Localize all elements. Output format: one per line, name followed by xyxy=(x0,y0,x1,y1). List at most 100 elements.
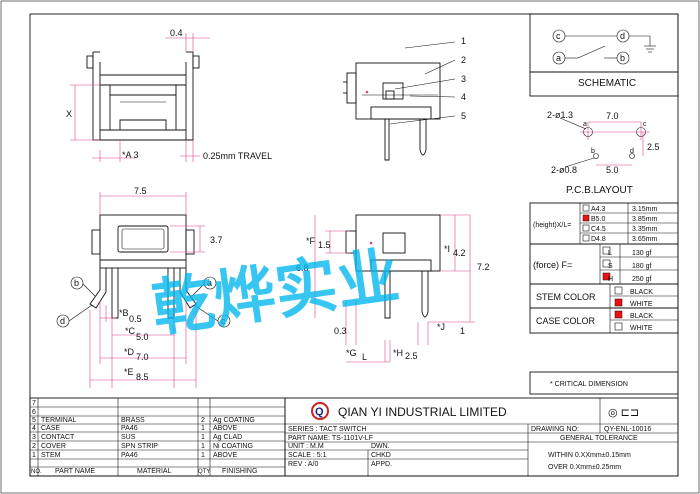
case-check-white xyxy=(614,322,623,331)
dim-e-8.5: 8.5 xyxy=(136,372,149,382)
chkd: CHKD xyxy=(371,452,391,459)
bom-finish-4: ABOVE xyxy=(213,425,237,432)
appd: APPD. xyxy=(371,461,392,468)
dim-c-5.0: 5.0 xyxy=(136,332,149,342)
series: SERIES : TACT SWITCH xyxy=(288,426,367,433)
bom-part-3: CONTACT xyxy=(41,434,75,441)
front-pin-c: c xyxy=(221,316,226,326)
dim-travel: 0.25mm TRAVEL xyxy=(203,151,272,161)
pcb-7.0: 7.0 xyxy=(606,111,619,121)
height-value-b: 3.85mm xyxy=(632,216,657,223)
dim-f: *F xyxy=(306,236,316,246)
force-check-l xyxy=(602,246,611,255)
front-pin-a: a xyxy=(207,278,212,288)
dim-h-2.5: 2.5 xyxy=(405,351,418,361)
schematic-pin-c: c xyxy=(556,31,561,41)
drawing-symbol: ◎ ⊏⊐ xyxy=(608,407,639,419)
force-value-s: 180 gf xyxy=(632,263,652,270)
bom-part-5: TERMINAL xyxy=(41,417,77,424)
top-view xyxy=(86,51,200,141)
dim-0.3: 0.3 xyxy=(334,326,347,336)
bom-no-4: 4 xyxy=(32,425,36,432)
height-label: (height)X/L= xyxy=(533,222,571,229)
side-view-2 xyxy=(345,214,441,319)
bom-material-3: SUS xyxy=(121,434,136,441)
unit: UNIT : M.M xyxy=(288,443,324,450)
pcb-pin-d: d xyxy=(630,148,634,155)
pcb-2.5: 2.5 xyxy=(647,142,660,152)
part-name: PART NAME: TS-1101V-LF xyxy=(288,435,373,442)
height-check-b xyxy=(582,214,590,222)
height-code-c: C4.5 xyxy=(591,226,606,233)
force-code-s: S xyxy=(608,263,613,270)
bom-qty-4: 1 xyxy=(201,425,205,432)
force-value-h: 250 gf xyxy=(632,276,652,283)
pcb-layout: 2-ø1.3 2-ø0.8 7.0 5.0 2.5 a c b d P.C.B.… xyxy=(547,110,660,196)
bom-no-6: 6 xyxy=(32,409,36,416)
pcb-title: P.C.B.LAYOUT xyxy=(566,185,633,196)
callout-5: 5 xyxy=(461,111,466,121)
front-view-dimensions: 7.5 3.7 *B 0.5 *C 5.0 *D 7.0 *E 8.5 xyxy=(89,186,223,388)
top-view-dimensions: 0.4 X *A 3 0.25mm TRAVEL xyxy=(66,28,272,162)
bom-material-4: PA46 xyxy=(121,425,138,432)
dim-g-l: L xyxy=(362,352,367,362)
dim-7.5: 7.5 xyxy=(134,186,147,196)
height-code-a: A4.3 xyxy=(591,206,606,213)
bom-table: 7 6 5 TERMINAL BRASS 2 Ag COATING 4 CASE… xyxy=(29,397,286,477)
callout-1: 1 xyxy=(461,36,466,46)
pcb-pin-a: a xyxy=(583,121,587,128)
bom-qty-1: 1 xyxy=(201,452,205,459)
dim-e: *E xyxy=(124,367,134,377)
height-code-d: D4.8 xyxy=(591,236,606,243)
dim-j: *J xyxy=(437,322,445,332)
dim-h: *H xyxy=(393,348,403,358)
bom-qty-3: 1 xyxy=(201,434,205,441)
company-logo xyxy=(311,402,329,420)
dim-i-4.2: 4.2 xyxy=(453,248,466,258)
schematic-pin-d: d xyxy=(620,31,625,41)
pcb-pin-b: b xyxy=(591,148,595,155)
bom-header-finish: FINISHING xyxy=(222,468,257,475)
bom-finish-3: Ag CLAD xyxy=(213,434,242,441)
bom-header-qty: QTY xyxy=(198,469,210,475)
schematic: c d a b SCHEMATIC xyxy=(529,13,679,97)
dim-i: *I xyxy=(444,244,450,254)
schematic-pin-a: a xyxy=(556,53,561,63)
bom-no-2: 2 xyxy=(32,443,36,450)
case-black: BLACK xyxy=(630,313,653,320)
dim-c: *C xyxy=(125,326,136,336)
dim-3.7: 3.7 xyxy=(210,235,223,245)
company-name: QIAN YI INDUSTRIAL LIMITED xyxy=(338,405,507,419)
pcb-5.0: 5.0 xyxy=(606,165,619,175)
pcb-hole08: 2-ø0.8 xyxy=(551,165,577,175)
dim-d-7.0: 7.0 xyxy=(136,352,149,362)
height-rows: A4.3 3.15mm B5.0 3.85mm C4.5 3.35mm D4.8… xyxy=(582,204,657,243)
dim-b-0.5: 0.5 xyxy=(129,314,142,324)
callouts: 1 2 3 4 5 xyxy=(389,36,466,125)
height-value-a: 3.15mm xyxy=(632,206,657,213)
force-code-h: H xyxy=(608,276,613,283)
bom-qty-2: 1 xyxy=(201,443,205,450)
height-check-d xyxy=(582,234,590,242)
pcb-pin-c: c xyxy=(643,121,647,128)
front-view-pins: b a d c xyxy=(56,276,231,328)
height-check-a xyxy=(582,204,590,212)
dim-g: *G xyxy=(346,348,357,358)
logo-letter: Q xyxy=(315,406,324,418)
bom-header-part: PART NAME xyxy=(55,468,95,475)
critical-dimension: * CRITICAL DIMENSION xyxy=(550,381,628,388)
dim-b: *B xyxy=(119,308,129,318)
bom-no-7: 7 xyxy=(32,400,36,407)
title-block: Q QIAN YI INDUSTRIAL LIMITED ◎ ⊏⊐ SERIES… xyxy=(284,397,679,477)
side-view xyxy=(343,62,441,161)
rev: REV : A/0 xyxy=(288,461,318,468)
bom-qty-5: 2 xyxy=(201,417,205,424)
bom-no-1: 1 xyxy=(32,452,36,459)
dim-7.2: 7.2 xyxy=(477,262,490,272)
bom-header-no: NO. xyxy=(31,469,42,475)
stem-check-white xyxy=(614,298,623,307)
height-value-d: 3.65mm xyxy=(632,236,657,243)
dim-0.4: 0.4 xyxy=(170,28,183,38)
